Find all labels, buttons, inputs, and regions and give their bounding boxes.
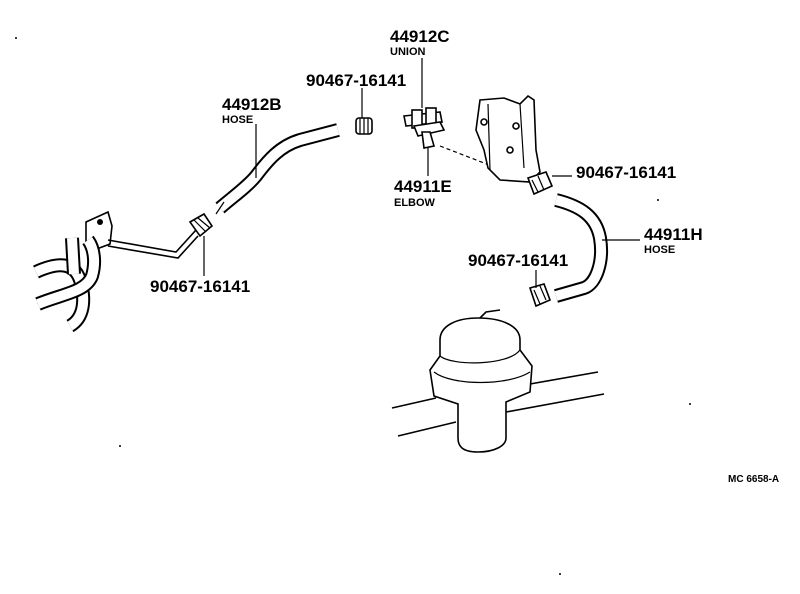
canister <box>391 309 605 453</box>
clamp-mid-part-number: 90467-16141 <box>468 251 568 270</box>
elbow-part-number: 44911E <box>394 177 452 196</box>
hose-b-part-number: 44912B <box>222 95 282 114</box>
clamp-mid <box>528 283 552 308</box>
drawing-reference: MC 6658-A <box>728 474 779 485</box>
clamp-right <box>526 171 554 196</box>
hose-h-part-name: HOSE <box>644 244 675 256</box>
valve-body <box>475 94 541 183</box>
scan-specks <box>15 37 691 575</box>
clamp-top-part-number: 90467-16141 <box>306 71 406 90</box>
elbow-44911e <box>412 121 446 149</box>
leader-lines <box>203 58 640 288</box>
clamp-right-part-number: 90467-16141 <box>576 163 676 182</box>
union-part-name: UNION <box>390 46 426 58</box>
clamp-left <box>188 212 214 238</box>
clamp-left-part-number: 90467-16141 <box>150 277 250 296</box>
clamp-top <box>355 117 373 135</box>
hose-44912b <box>215 123 340 215</box>
union-part-number: 44912C <box>390 27 450 46</box>
left-pipe-assembly <box>33 210 199 333</box>
hose-b-part-name: HOSE <box>222 114 253 126</box>
hose-h-part-number: 44911H <box>644 225 703 244</box>
hose-44911h <box>554 193 608 303</box>
elbow-part-name: ELBOW <box>394 197 436 209</box>
